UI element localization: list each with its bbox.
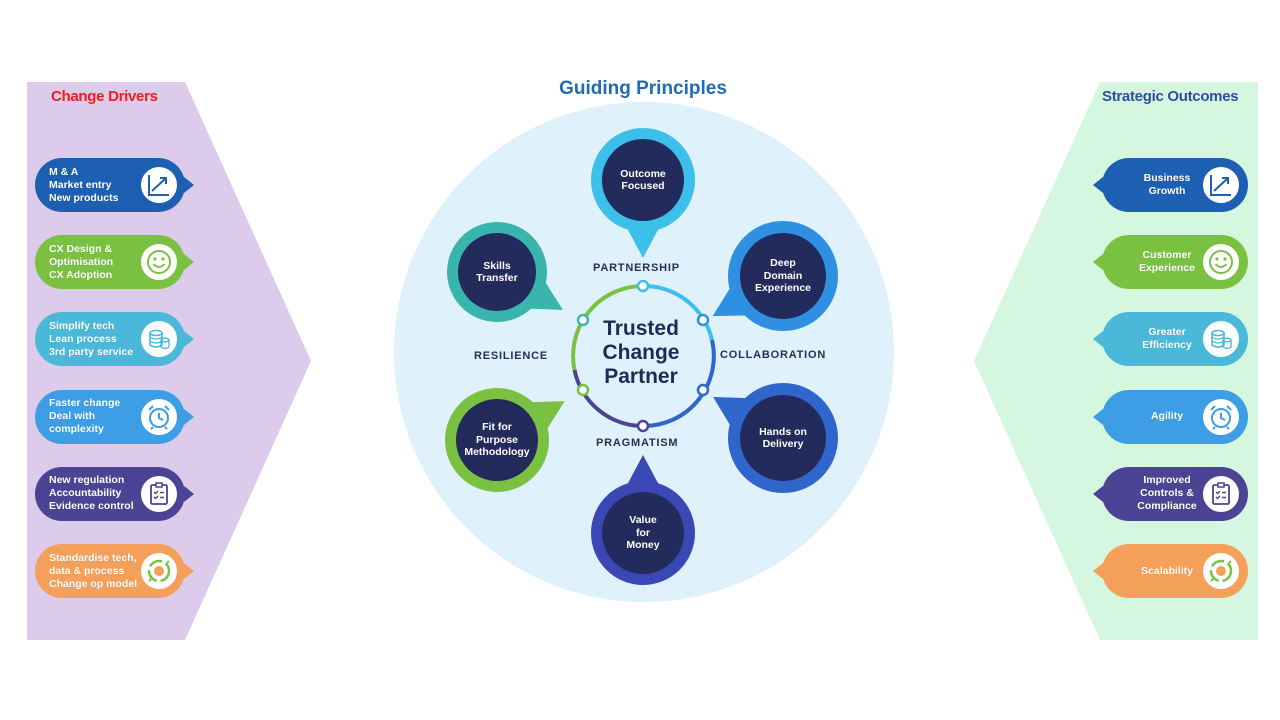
- principle-node-core: [456, 399, 538, 481]
- smiley-icon: [1201, 242, 1241, 283]
- principle-node-core: [740, 395, 826, 481]
- left-item-label: Faster change Deal with complexity: [49, 397, 121, 436]
- resilience-label: RESILIENCE: [474, 350, 549, 362]
- right-item: Greater Efficiency: [1093, 312, 1248, 367]
- right-item-label: Scalability: [1141, 564, 1193, 577]
- guiding-principles-title: Guiding Principles: [559, 78, 727, 99]
- principle-node-label: Hands on Delivery: [759, 425, 807, 451]
- principle-node-core: [458, 233, 536, 311]
- right-item: Customer Experience: [1093, 235, 1248, 290]
- growth-chart-icon: [139, 165, 179, 205]
- hub-ring-arc-green: [571, 284, 644, 371]
- right-item: Scalability: [1093, 544, 1248, 598]
- right-item-pointer: [1093, 177, 1103, 193]
- left-item-pointer: [184, 331, 194, 348]
- left-item-pointer: [184, 563, 194, 579]
- left-item: CX Design & Optimisation CX Adoption: [35, 235, 194, 290]
- right-item: Improved Controls & Compliance: [1093, 466, 1248, 521]
- left-item-pointer: [184, 177, 194, 193]
- coins-icon: [139, 319, 179, 360]
- smiley-icon: [139, 242, 179, 283]
- alarm-clock-icon: [1201, 396, 1241, 437]
- hub-ring-arc-purple: [572, 369, 644, 428]
- ring-dot: [636, 419, 650, 433]
- left-item: Simplify tech Lean process 3rd party ser…: [35, 312, 194, 367]
- principle-node-core: [602, 492, 684, 574]
- ring-dot: [576, 313, 590, 327]
- ring-dot: [696, 383, 710, 397]
- left-item-pointer: [184, 408, 194, 425]
- strategic-outcomes-title: Strategic Outcomes: [1102, 88, 1239, 105]
- hub-label: Trusted Change Partner: [602, 317, 680, 388]
- left-item: Standardise tech, data & process Change …: [35, 544, 194, 598]
- right-item: Agility: [1093, 389, 1248, 444]
- right-item-label: Greater Efficiency: [1142, 326, 1192, 352]
- right-item-label: Agility: [1150, 410, 1184, 423]
- checklist-icon: [1201, 473, 1241, 514]
- left-item: M & A Market entry New products: [35, 158, 194, 212]
- right-item-label: Improved Controls & Compliance: [1137, 474, 1197, 513]
- left-item-label: Standardise tech, data & process Change …: [49, 551, 138, 590]
- pragmatism-label: PRAGMATISM: [596, 437, 679, 449]
- collaboration-label: COLLABORATION: [720, 349, 827, 361]
- right-item-pointer: [1093, 408, 1103, 425]
- principle-node-label: Value for Money: [626, 514, 660, 552]
- principle-node: [713, 383, 838, 493]
- ring-dot: [696, 313, 710, 327]
- principle-node: [445, 388, 565, 492]
- hub-ring-arc-cyan: [642, 283, 714, 341]
- principle-node: [712, 221, 838, 331]
- left-item-pointer: [184, 485, 194, 502]
- partnership-label: PARTNERSHIP: [593, 262, 680, 274]
- principle-node-label: Skills Transfer: [476, 259, 518, 285]
- principle-node: [591, 455, 695, 585]
- principle-node: [591, 128, 695, 258]
- right-item-label: Customer Experience: [1138, 249, 1196, 275]
- checklist-icon: [139, 473, 179, 514]
- principle-node-label: Deep Domain Experience: [754, 257, 812, 295]
- left-item-label: CX Design & Optimisation CX Adoption: [49, 242, 114, 281]
- hub-ring-arc-blue: [642, 339, 716, 429]
- coins-icon: [1201, 319, 1241, 360]
- principle-node-label: Fit for Purpose Methodology: [464, 421, 530, 459]
- left-item-pointer: [184, 254, 194, 271]
- principle-node: [447, 222, 563, 322]
- right-item-pointer: [1093, 563, 1103, 579]
- right-item-label: Business Growth: [1143, 172, 1191, 197]
- change-drivers-panel: Change Drivers M & A Market entry New pr…: [27, 82, 317, 640]
- ring-dot: [636, 279, 650, 293]
- right-item-pointer: [1093, 331, 1103, 348]
- cycle-icon: [139, 551, 179, 591]
- left-item: Faster change Deal with complexity: [35, 389, 194, 444]
- left-item: New regulation Accountability Evidence c…: [35, 466, 194, 521]
- change-drivers-title: Change Drivers: [51, 88, 158, 105]
- right-item-pointer: [1093, 485, 1103, 502]
- left-item-label: New regulation Accountability Evidence c…: [49, 474, 134, 513]
- right-item-pointer: [1093, 254, 1103, 271]
- ring-dot: [576, 383, 590, 397]
- principle-node-core: [740, 233, 826, 319]
- growth-chart-icon: [1201, 165, 1241, 205]
- left-item-label: M & A Market entry New products: [49, 165, 119, 204]
- cycle-icon: [1201, 551, 1241, 591]
- left-item-label: Simplify tech Lean process 3rd party ser…: [49, 319, 134, 358]
- principle-node-label: Outcome Focused: [620, 167, 666, 193]
- right-item: Business Growth: [1093, 158, 1248, 212]
- principle-node-core: [602, 139, 684, 221]
- alarm-clock-icon: [139, 396, 179, 437]
